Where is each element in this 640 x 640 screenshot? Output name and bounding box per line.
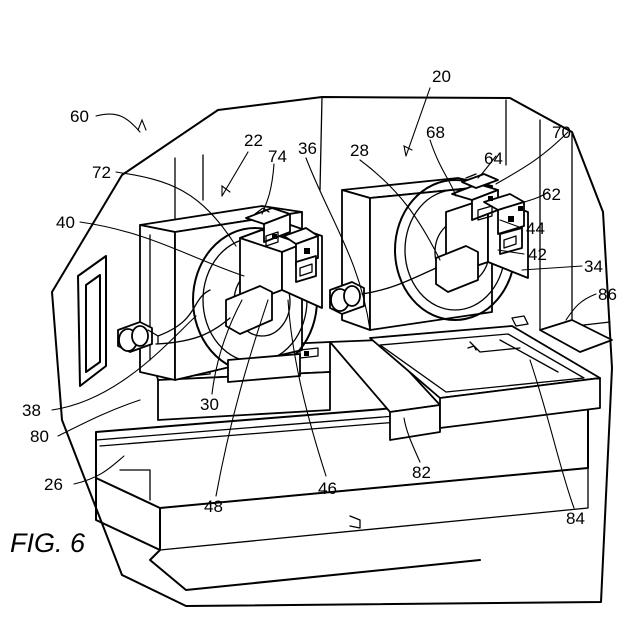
label-36: 36: [298, 139, 317, 158]
label-72: 72: [92, 163, 111, 182]
label-38: 38: [22, 401, 41, 420]
label-42: 42: [528, 245, 547, 264]
label-62: 62: [542, 185, 561, 204]
label-82: 82: [412, 463, 431, 482]
label-80: 80: [30, 427, 49, 446]
label-44: 44: [526, 219, 545, 238]
left-ring-pedestal: [228, 354, 300, 382]
label-84: 84: [566, 509, 585, 528]
label-46: 46: [318, 479, 337, 498]
label-64: 64: [484, 149, 503, 168]
label-34: 34: [584, 257, 603, 276]
base-bed: [96, 398, 588, 590]
label-86: 86: [598, 285, 617, 304]
label-22: 22: [244, 131, 263, 150]
label-60: 60: [70, 107, 89, 126]
label-40: 40: [56, 213, 75, 232]
label-68: 68: [426, 123, 445, 142]
label-28: 28: [350, 141, 369, 160]
label-70: 70: [552, 123, 571, 142]
label-74: 74: [268, 147, 287, 166]
leader-lines: [52, 88, 596, 508]
label-48: 48: [204, 497, 223, 516]
label-20: 20: [432, 67, 451, 86]
left-side-panel: [78, 256, 106, 386]
figure-caption: FIG. 6: [10, 528, 86, 558]
label-26: 26: [44, 475, 63, 494]
label-30: 30: [200, 395, 219, 414]
